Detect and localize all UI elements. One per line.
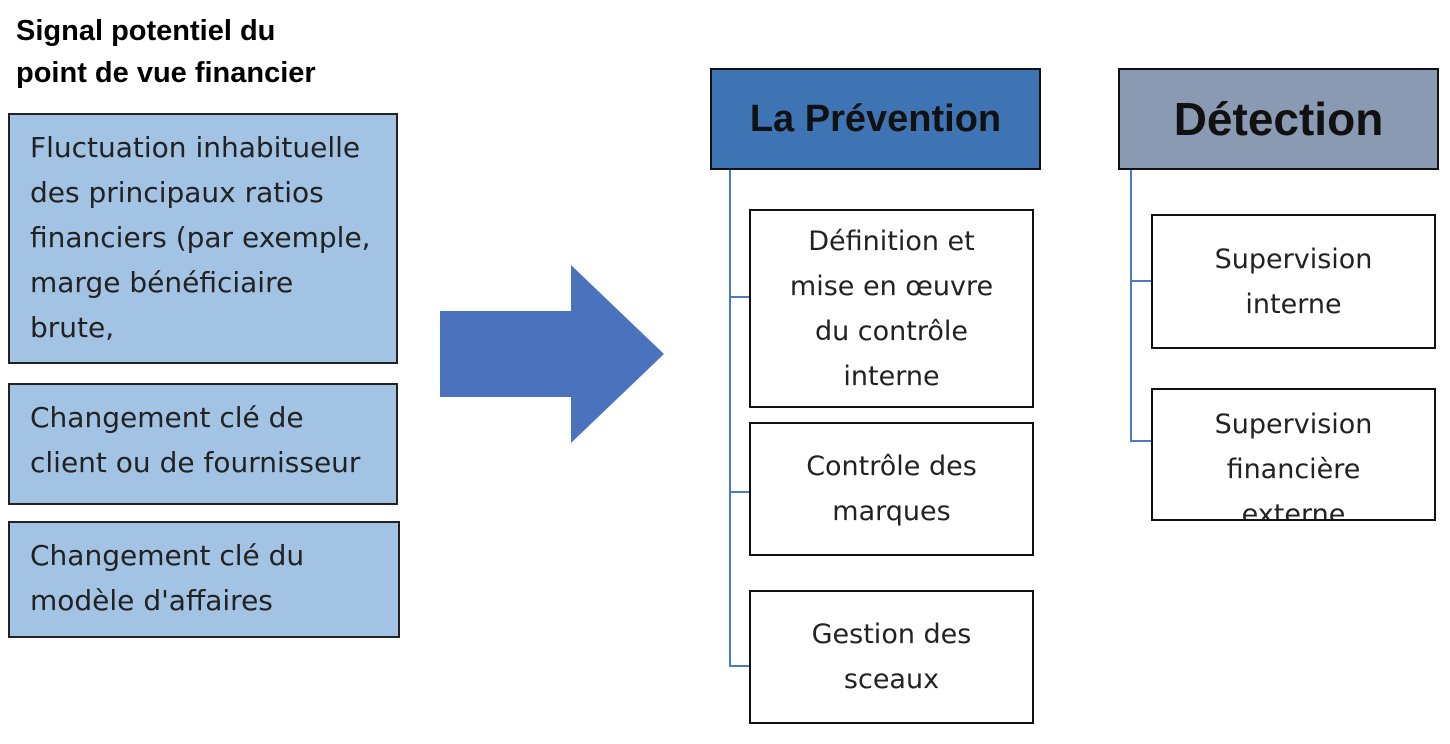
signal-box-ratios: Fluctuation inhabituelle des principaux … [8, 113, 398, 364]
prevention-connector-branch-1 [729, 296, 751, 298]
detection-connector-branch-1 [1130, 280, 1152, 282]
prevention-connector-branch-3 [729, 665, 751, 667]
prevention-connector-branch-2 [729, 491, 751, 493]
right-arrow-shape [440, 265, 664, 443]
detection-connector-branch-2 [1130, 440, 1152, 442]
detection-header: Détection [1118, 68, 1439, 170]
signal-box-business-model: Changement clé du modèle d'affaires [8, 521, 400, 638]
prevention-item-seal-management: Gestion des sceaux [749, 590, 1034, 724]
detection-item-internal-supervision: Supervision interne [1151, 214, 1436, 349]
prevention-connector-trunk [729, 170, 731, 667]
detection-item-external-supervision: Supervision financière externe [1151, 388, 1436, 521]
prevention-item-internal-control: Définition et mise en œuvre du contrôle … [749, 209, 1034, 408]
detection-connector-trunk [1130, 170, 1132, 442]
diagram-title: Signal potentiel du point de vue financi… [16, 15, 316, 89]
signal-box-client-supplier: Changement clé de client ou de fournisse… [8, 383, 398, 505]
right-arrow-icon [440, 265, 664, 443]
prevention-header: La Prévention [710, 68, 1041, 170]
prevention-item-brand-control: Contrôle des marques [749, 422, 1034, 556]
